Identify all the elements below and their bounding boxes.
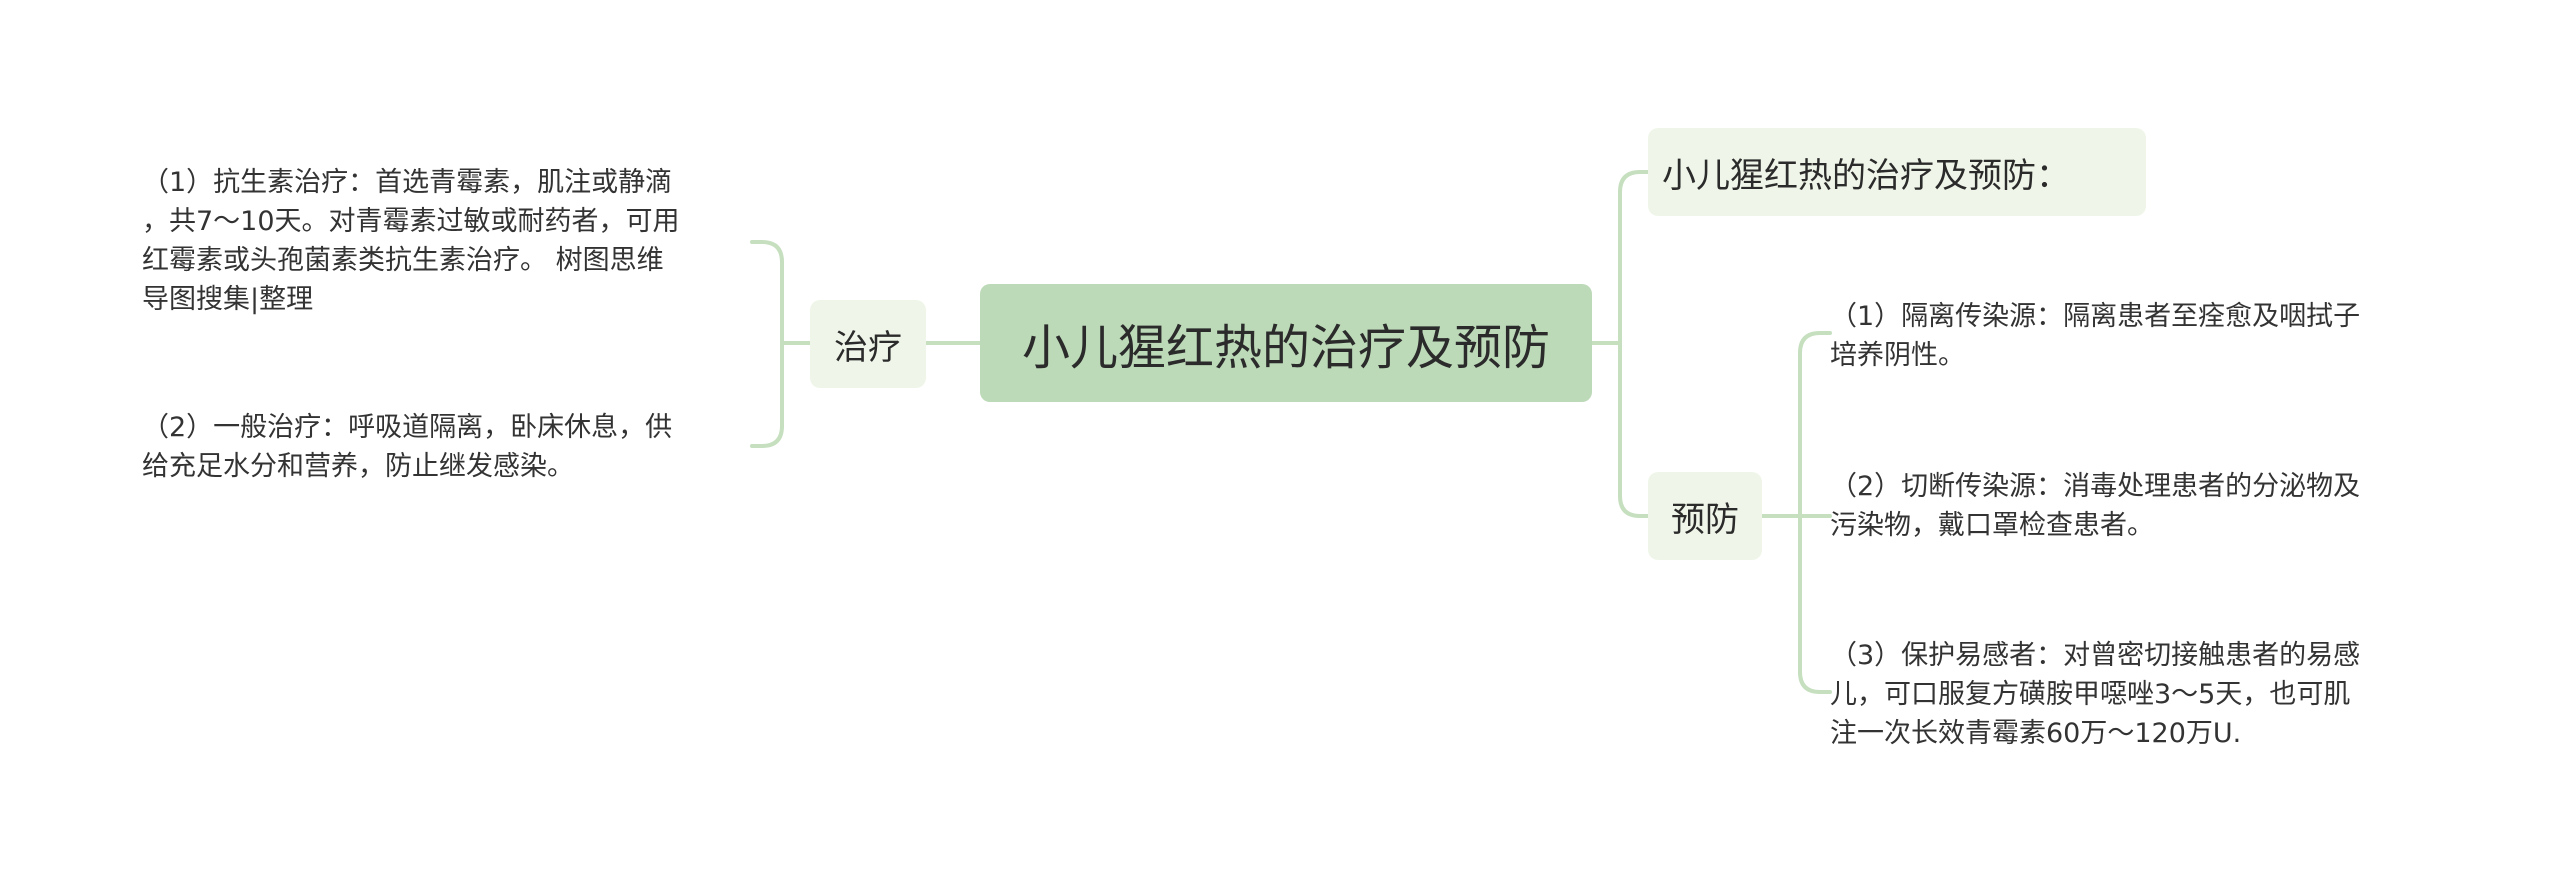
leaf-isolate-source[interactable]: （1）隔离传染源：隔离患者至痊愈及咽拭子 培养阴性。 — [1830, 301, 2361, 371]
connector-root-right — [1590, 170, 1650, 518]
branch-title[interactable]: 小儿猩红热的治疗及预防： — [1648, 128, 2146, 216]
leaf-general-treatment[interactable]: （2）一般治疗：呼吸道隔离，卧床休息，供 给充足水分和营养，防止继发感染。 — [142, 412, 673, 482]
branch-prevention[interactable]: 预防 — [1648, 472, 1762, 560]
root-node[interactable]: 小儿猩红热的治疗及预防 — [980, 284, 1592, 402]
leaf-protect-susceptible[interactable]: （3）保护易感者：对曾密切接触患者的易感 儿，可口服复方磺胺甲噁唑3～5天，也可… — [1830, 640, 2361, 749]
leaf-cut-transmission[interactable]: （2）切断传染源：消毒处理患者的分泌物及 污染物，戴口罩检查患者。 — [1830, 471, 2361, 541]
branch-treatment[interactable]: 治疗 — [810, 300, 926, 388]
connector-treatment-bracket — [750, 240, 812, 448]
connector-prevention-bracket — [1760, 331, 1832, 694]
leaf-antibiotic-treatment[interactable]: （1）抗生素治疗：首选青霉素，肌注或静滴 ，共7～10天。对青霉素过敏或耐药者，… — [142, 167, 680, 315]
